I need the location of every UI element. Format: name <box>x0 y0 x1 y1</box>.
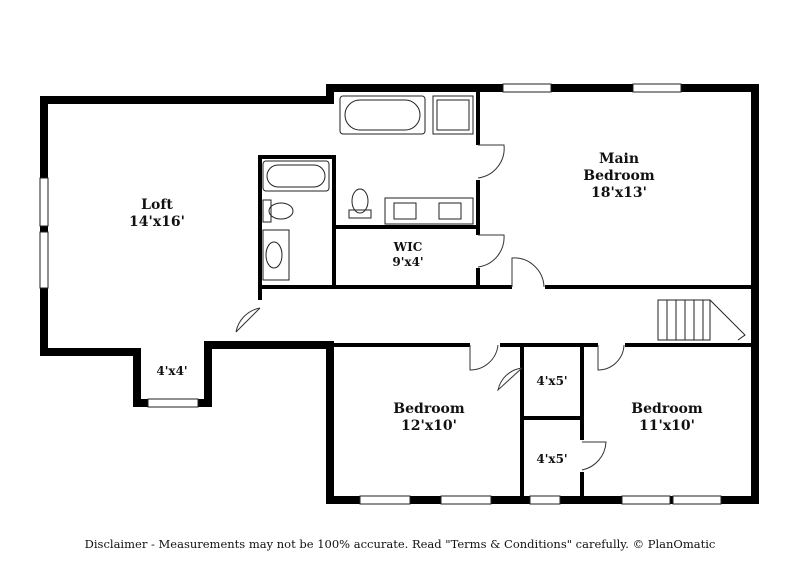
window <box>147 398 199 408</box>
exterior-walls <box>40 84 759 504</box>
closet-upper-size: 4'x5' <box>536 374 567 388</box>
stairs <box>657 299 746 341</box>
window <box>632 83 682 93</box>
door <box>597 344 625 371</box>
door <box>477 234 505 268</box>
closet-lower-size: 4'x5' <box>536 452 567 466</box>
door <box>581 441 607 471</box>
window <box>502 83 552 93</box>
vanity <box>384 197 474 225</box>
toilet <box>348 209 372 219</box>
wic-size: 9'x4' <box>392 255 423 269</box>
bedroom-right-name: Bedroom <box>631 401 703 417</box>
closet-loft-size: 4'x4' <box>156 364 187 378</box>
window <box>39 177 49 227</box>
main-bedroom-size: 18'x13' <box>591 185 647 201</box>
loft-name: Loft <box>141 197 173 213</box>
bedroom-left-name: Bedroom <box>393 401 465 417</box>
bathtub <box>339 95 426 135</box>
disclaimer: Disclaimer - Measurements may not be 100… <box>84 537 716 551</box>
door <box>235 307 261 333</box>
door <box>469 344 499 371</box>
wic-name: WIC <box>393 240 423 254</box>
door <box>511 257 545 288</box>
door <box>497 367 523 392</box>
interior-walls <box>210 92 755 500</box>
loft-size: 14'x16' <box>129 214 185 230</box>
window <box>621 495 671 505</box>
windows <box>39 83 722 505</box>
bedroom-right-size: 11'x10' <box>639 418 695 434</box>
sink <box>262 229 290 281</box>
main-bedroom-name-1: Main <box>599 151 639 167</box>
main-bedroom-name-2: Bedroom <box>583 168 655 184</box>
room-labels: Loft 14'x16' Main Bedroom 18'x13' WIC 9'… <box>129 151 703 466</box>
shower <box>432 95 474 135</box>
bedroom-left-size: 12'x10' <box>401 418 457 434</box>
window <box>529 495 561 505</box>
toilet <box>262 199 272 223</box>
bathtub <box>262 160 330 192</box>
fixtures <box>262 95 474 281</box>
window <box>39 231 49 289</box>
window <box>672 495 722 505</box>
window <box>359 495 411 505</box>
door <box>477 144 505 179</box>
doors <box>235 144 625 471</box>
window <box>440 495 492 505</box>
